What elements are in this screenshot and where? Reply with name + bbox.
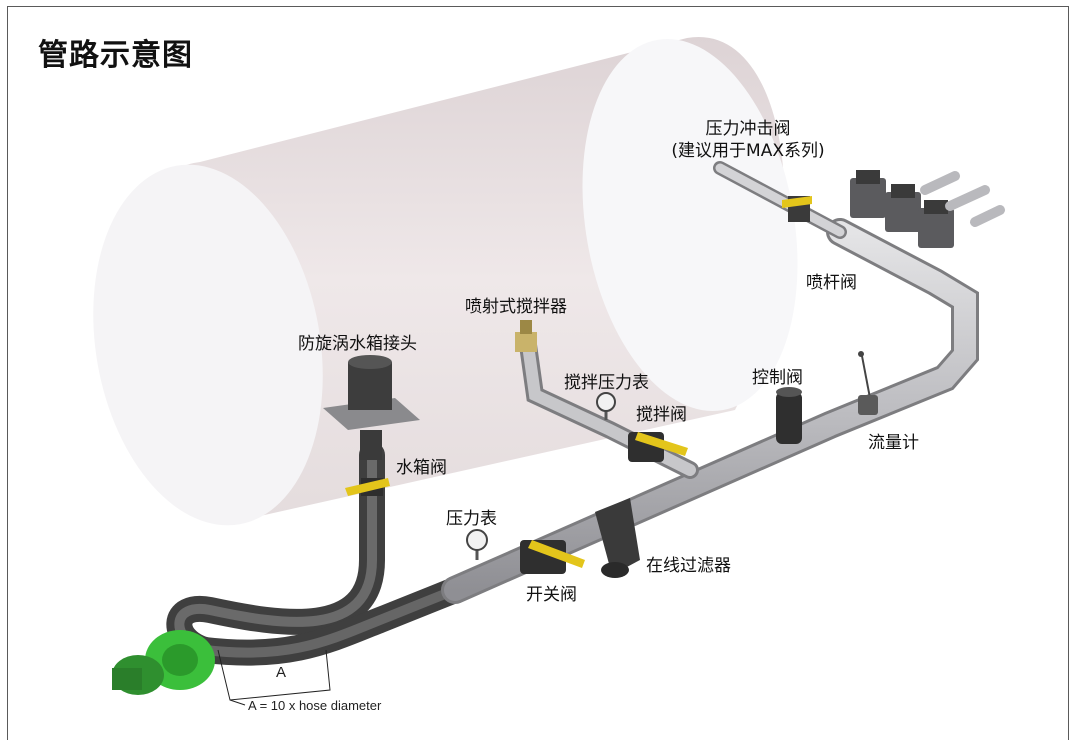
control-valve (776, 387, 802, 444)
label-pressure-gauge: 压力表 (446, 509, 497, 529)
label-anti-vortex-fitting: 防旋涡水箱接头 (298, 334, 417, 354)
pressure-hose (192, 577, 468, 666)
page-title: 管路示意图 (38, 38, 193, 73)
agitation-pressure-gauge (596, 392, 616, 420)
label-tank-valve: 水箱阀 (396, 458, 447, 478)
main-pipe (441, 161, 979, 604)
label-boom-valve: 喷杆阀 (806, 273, 857, 293)
label-pressure-shock-valve-line2: (建议用于MAX系列) (671, 141, 825, 161)
boom-valves (850, 170, 1005, 248)
jet-agitator (515, 320, 537, 352)
inline-filter (595, 498, 640, 578)
pressure-gauge (466, 529, 488, 560)
label-pressure-shock-valve-line1: 压力冲击阀 (705, 119, 791, 139)
label-on-off-valve: 开关阀 (526, 585, 577, 605)
agitation-valve (628, 432, 688, 462)
pressure-shock-valve (782, 196, 812, 222)
label-pressure-shock-valve: 压力冲击阀 (建议用于MAX系列) (648, 118, 848, 162)
label-jet-agitator: 喷射式搅拌器 (465, 297, 567, 317)
label-agitation-pressure-gauge: 搅拌压力表 (564, 373, 649, 393)
label-flow-meter: 流量计 (868, 433, 919, 453)
dimension-mark: A (276, 664, 287, 681)
on-off-valve (520, 540, 585, 574)
pump (112, 630, 215, 695)
tank-end-right (582, 38, 798, 412)
suction-hose (166, 442, 385, 663)
anti-vortex-fitting (323, 355, 420, 460)
tank-end-left (93, 164, 323, 526)
dimension-note: A = 10 x hose diameter (248, 698, 382, 713)
label-control-valve: 控制阀 (752, 368, 803, 388)
label-agitation-valve: 搅拌阀 (636, 405, 687, 425)
dimension-bracket (217, 649, 331, 706)
diagram-frame (7, 6, 1069, 740)
flow-meter (858, 351, 878, 415)
tank-valve (345, 478, 390, 496)
label-inline-filter: 在线过滤器 (646, 556, 731, 576)
